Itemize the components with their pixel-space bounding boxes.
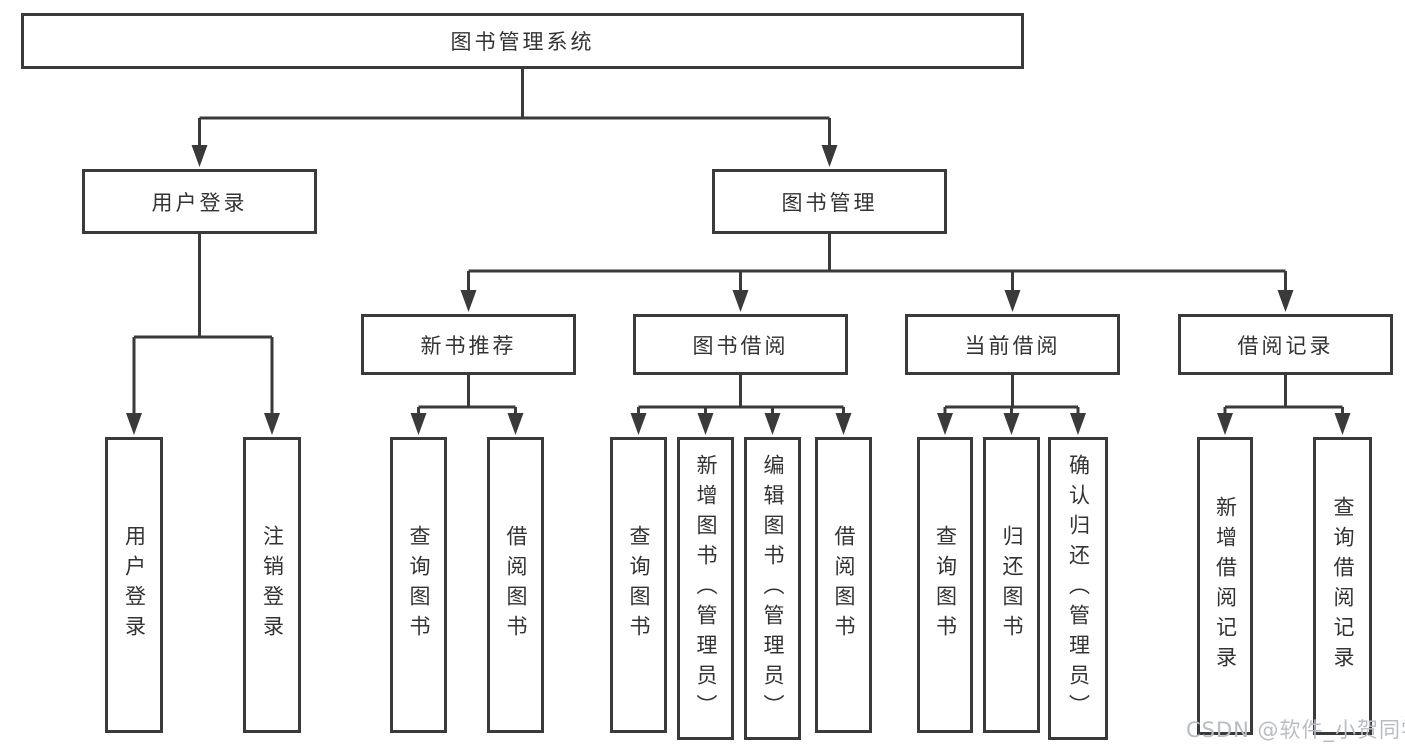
connector-bookborrow-to-leaves <box>630 375 852 435</box>
arrowhead-icon <box>937 413 953 435</box>
leaf-confirm-return-admin: 确认归还（管理员） <box>1048 437 1108 740</box>
connector-borrowrecords-to-leaves <box>1217 375 1351 435</box>
arrowhead-icon <box>835 413 852 435</box>
connector-newbook-to-leaves <box>410 375 524 435</box>
connector-line <box>198 69 831 146</box>
node-borrowing-records: 借阅记录 <box>1178 314 1393 375</box>
arrowhead-icon <box>630 413 647 435</box>
connector-bookmgmt-to-level3 <box>460 234 1294 312</box>
leaf-edit-books-admin: 编辑图书（管理员） <box>744 437 801 740</box>
leaf-add-books-admin: 新增图书（管理员） <box>677 437 734 740</box>
connector-root-to-level2 <box>191 69 838 167</box>
arrowhead-icon <box>1217 413 1233 435</box>
connector-userlogin-to-leaves <box>126 234 280 435</box>
connector-currentborrow-to-leaves <box>937 375 1086 435</box>
leaf-logout: 注销登录 <box>243 437 301 733</box>
leaf-borrow-books: 借阅图书 <box>815 437 872 733</box>
arrowhead-icon <box>1070 413 1086 435</box>
leaf-query-books-current: 查询图书 <box>917 437 973 733</box>
arrowhead-icon <box>191 145 208 167</box>
leaf-add-borrow-record: 新增借阅记录 <box>1197 437 1253 735</box>
node-new-book-recommend: 新书推荐 <box>361 314 576 375</box>
node-book-management: 图书管理 <box>712 169 947 234</box>
leaf-borrow-books-newrec: 借阅图书 <box>487 437 544 733</box>
leaf-query-books-newrec: 查询图书 <box>390 437 447 733</box>
leaf-user-login: 用户登录 <box>105 437 163 733</box>
connector-line <box>417 375 517 414</box>
arrowhead-icon <box>821 145 838 167</box>
arrowhead-icon <box>764 413 781 435</box>
leaf-query-books-borrow: 查询图书 <box>610 437 667 733</box>
node-current-borrowing: 当前借阅 <box>905 314 1120 375</box>
connector-line <box>132 234 274 414</box>
leaf-query-borrow-record: 查询借阅记录 <box>1313 437 1372 735</box>
arrowhead-icon <box>460 290 477 312</box>
arrowhead-icon <box>1004 290 1021 312</box>
arrowhead-icon <box>732 290 749 312</box>
arrowhead-icon <box>1277 290 1294 312</box>
arrowhead-icon <box>1334 413 1351 435</box>
node-user-login: 用户登录 <box>82 169 317 234</box>
connector-line <box>1223 375 1344 414</box>
arrowhead-icon <box>126 413 142 435</box>
leaf-return-books: 归还图书 <box>983 437 1040 733</box>
arrowhead-icon <box>1003 413 1020 435</box>
csdn-watermark: CSDN @软件_小贺同学 <box>1186 718 1405 742</box>
connector-line <box>467 234 1287 291</box>
arrowhead-icon <box>264 413 280 435</box>
arrowhead-icon <box>410 413 427 435</box>
connector-line <box>943 375 1080 414</box>
node-library-management-system: 图书管理系统 <box>21 13 1024 69</box>
node-book-borrowing: 图书借阅 <box>633 314 848 375</box>
connector-line <box>637 375 845 414</box>
arrowhead-icon <box>697 413 714 435</box>
arrowhead-icon <box>507 413 524 435</box>
